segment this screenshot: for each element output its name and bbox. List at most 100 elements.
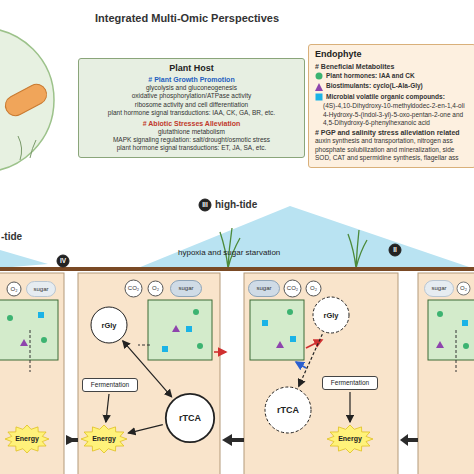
- circle-outline: [306, 281, 321, 296]
- stage-marker: IV: [56, 254, 70, 268]
- node-text: O₂: [11, 286, 18, 293]
- node-text: sugar: [178, 285, 193, 292]
- node-text: Endophyte: [315, 49, 469, 60]
- burst-outline: [81, 425, 127, 453]
- node-text: sugar: [256, 285, 271, 292]
- region-label: high-tide: [215, 199, 257, 210]
- node-text: rTCA: [179, 413, 201, 424]
- legend-text: Biostimulants: cyclo(L-Ala-Gly): [326, 82, 423, 90]
- circle-outline: [389, 244, 401, 256]
- circle-outline: [199, 199, 211, 211]
- rgly-cycle: rGly: [312, 296, 350, 334]
- node-text: # Beneficial Metabolites: [315, 62, 469, 71]
- sugar-cloud: sugar: [248, 280, 280, 297]
- rtca-cycle: rTCA: [164, 392, 216, 444]
- node-text: O₂: [152, 285, 159, 292]
- circle-outline: [166, 394, 214, 442]
- node-text: # Plant Growth Promotion: [148, 75, 234, 84]
- node-text: sugar: [431, 285, 446, 292]
- host-panel: Plant Host# Plant Growth Promotionglycol…: [78, 58, 305, 158]
- figure-title: Integrated Multi-Omic Perspectives: [95, 12, 279, 24]
- node-text: ribosome activity and cell differentiati…: [135, 101, 248, 109]
- legend-swatch: [315, 93, 323, 101]
- node-text: rGly: [323, 311, 338, 320]
- cloud-outline: [425, 281, 454, 297]
- circle-outline: [7, 282, 21, 296]
- burst-outline: [5, 425, 49, 453]
- circle-outline: [265, 387, 311, 433]
- node-text: Energy: [338, 435, 362, 443]
- circle-outline: [125, 280, 142, 297]
- region-label: -tide: [1, 231, 22, 242]
- node-text: Plant Host: [169, 63, 214, 74]
- energy-burst: Energy: [4, 424, 50, 454]
- node-text: glutathione metabolism: [158, 128, 225, 136]
- node-text: Fermentation: [91, 381, 129, 389]
- node-text: O₂: [460, 285, 467, 292]
- legend-row: Plant hormones: IAA and CK: [315, 71, 469, 81]
- node-text: auxin synthesis and transportation, nitr…: [315, 137, 469, 145]
- cloud-outline: [249, 281, 280, 297]
- node-text: III: [202, 201, 207, 209]
- connector-arrow: [106, 394, 109, 422]
- sugar-cloud: sugar: [170, 280, 202, 297]
- legend-row: Biostimulants: cyclo(L-Ala-Gly): [315, 81, 469, 91]
- node-text: rTCA: [277, 405, 299, 416]
- rtca-cycle: rTCA: [264, 386, 312, 434]
- node-text: plant hormone signal transductions: IAA,…: [108, 109, 275, 117]
- legend-swatch: [315, 83, 323, 91]
- node-text: sugar: [33, 286, 48, 293]
- node-text: CO₂: [128, 285, 139, 292]
- connector-arrow: [349, 392, 350, 422]
- stage-marker: III: [198, 198, 212, 212]
- node-text: MAPK signaling regulation: salt/drought/…: [113, 136, 270, 144]
- node-text: (4S)-4,10-Dihydroxy-10-methyldodec-2-en-…: [315, 102, 469, 110]
- cloud-outline: [171, 281, 202, 297]
- node-text: CO₂: [287, 285, 298, 292]
- circle-outline: [148, 281, 163, 296]
- endophyte-panel: Endophyte # Beneficial MetabolitesPlant h…: [308, 44, 474, 168]
- node-text: rGly: [101, 321, 116, 330]
- legend-swatch: [315, 72, 323, 80]
- stage-marker: II: [388, 243, 402, 257]
- sugar-cloud: sugar: [26, 281, 56, 297]
- node-text: IV: [60, 257, 66, 265]
- legend-text: Microbial volatile organic compounds:: [326, 93, 445, 101]
- gas-bubble: O₂: [147, 280, 164, 297]
- cloud-outline: [27, 282, 56, 297]
- legend-row: Microbial volatile organic compounds:: [315, 92, 469, 102]
- gas-bubble: O₂: [6, 281, 22, 297]
- burst-outline: [327, 425, 373, 453]
- circle-outline: [284, 280, 301, 297]
- energy-burst: Energy: [80, 424, 128, 454]
- connector-arrow: [128, 425, 163, 433]
- node-text: # Abiotic Stresses Alleviation: [143, 119, 241, 128]
- gas-bubble: O₂: [456, 281, 471, 296]
- gas-bubble: O₂: [305, 280, 322, 297]
- node-text: # PGP and salinity stress alleviation re…: [315, 128, 469, 137]
- node-text: plant hormone signal transductions: ET, …: [117, 144, 267, 152]
- node-text: Fermentation: [331, 379, 369, 387]
- region-label: hypoxia and sugar starvation: [178, 248, 280, 257]
- node-text: glycolysis and gluconeogenesis: [146, 84, 237, 92]
- node-text: O₂: [310, 285, 317, 292]
- sugar-cloud: sugar: [424, 280, 454, 297]
- node-text: Energy: [92, 435, 116, 443]
- circle-outline: [91, 307, 127, 343]
- node-text: oxidative phosphorylation/ATPase activit…: [132, 92, 251, 100]
- connector-arrow: [299, 334, 323, 386]
- node-text: 4-Hydroxy-5-(indol-3-yl)-5-oxo-pentan-2-…: [315, 111, 469, 119]
- gas-bubble: CO₂: [124, 279, 143, 298]
- circle-outline: [457, 282, 470, 295]
- fermentation-box: Fermentation: [82, 378, 138, 392]
- circle-outline: [57, 255, 69, 267]
- node-text: Energy: [15, 435, 39, 443]
- legend-swatch-shape: [316, 73, 323, 80]
- gas-bubble: CO₂: [283, 279, 302, 298]
- energy-burst: Energy: [326, 424, 374, 454]
- node-text: 4,5-Dihydroxy-6-phenylhexanoic acid: [315, 119, 469, 127]
- circle-outline: [313, 297, 349, 333]
- fermentation-box: Fermentation: [322, 376, 378, 390]
- legend-swatch-shape: [315, 83, 323, 91]
